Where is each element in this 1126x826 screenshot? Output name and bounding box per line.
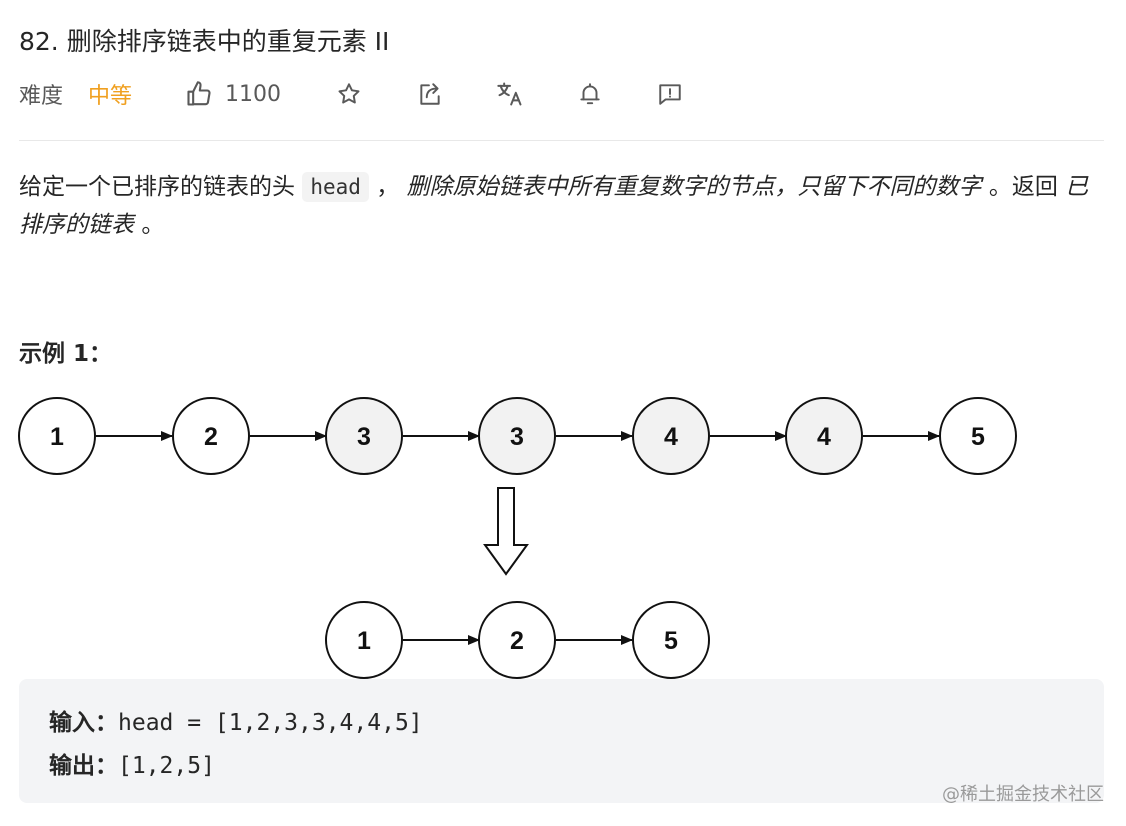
- node-label: 1: [357, 627, 371, 655]
- linked-list-diagram: 1 2 3 3 4 4 5 1 2 5: [18, 397, 1017, 679]
- desc-text: 。返回: [988, 174, 1058, 200]
- output-value: [1,2,5]: [118, 753, 215, 779]
- desc-emphasis: 删除原始链表中所有重复数字的节点，只留下不同的数字: [406, 174, 982, 200]
- example-title: 示例 1：: [19, 341, 113, 367]
- feedback-button[interactable]: [655, 76, 685, 112]
- desc-text: 给定一个已排序的链表的头: [19, 174, 295, 200]
- problem-title: 82. 删除排序链表中的重复元素 II: [19, 27, 390, 56]
- transform-arrow: [483, 487, 529, 576]
- favorite-button[interactable]: [334, 76, 364, 112]
- list-node: [325, 601, 403, 679]
- subscribe-button[interactable]: [575, 76, 605, 112]
- output-label: 输出：: [49, 753, 118, 779]
- list-node-duplicate: [325, 397, 403, 475]
- list-node: [18, 397, 96, 475]
- example-input-line: 输入：head = [1,2,3,3,4,4,5]: [49, 703, 423, 737]
- thumbs-up-icon: [187, 81, 211, 106]
- star-icon: [338, 83, 360, 104]
- output-list: 1 2 5: [325, 601, 710, 679]
- node-label: 5: [971, 423, 985, 451]
- problem-description: 给定一个已排序的链表的头 head ， 删除原始链表中所有重复数字的节点，只留下…: [19, 168, 1104, 244]
- list-node-duplicate: [478, 397, 556, 475]
- input-value: head = [1,2,3,3,4,4,5]: [118, 710, 423, 736]
- input-list: 1 2 3 3 4 4 5: [18, 397, 1017, 475]
- list-node: [939, 397, 1017, 475]
- desc-text: ，: [376, 174, 400, 200]
- node-label: 2: [204, 423, 218, 451]
- list-node: [632, 601, 710, 679]
- node-label: 4: [817, 423, 831, 451]
- difficulty-value: 中等: [88, 84, 133, 109]
- watermark: @稀土掘金技术社区: [942, 784, 1104, 805]
- node-label: 3: [510, 423, 524, 451]
- node-label: 2: [510, 627, 524, 655]
- node-label: 3: [357, 423, 371, 451]
- list-node: [172, 397, 250, 475]
- example-io-block: 输入：head = [1,2,3,3,4,4,5] 输出：[1,2,5]: [19, 679, 1104, 803]
- like-count: 1100: [225, 81, 281, 107]
- desc-text: 。: [141, 212, 165, 238]
- desc-emphasis: 已排序的链表: [19, 174, 1089, 238]
- translate-icon: [497, 82, 522, 106]
- problem-meta-toolbar: 难度 中等 1100: [19, 76, 719, 112]
- node-label: 4: [664, 423, 678, 451]
- list-node-duplicate: [785, 397, 863, 475]
- node-label: 1: [50, 423, 64, 451]
- divider: [19, 140, 1104, 141]
- difficulty-label: 难度: [19, 84, 64, 109]
- bell-icon: [580, 83, 600, 105]
- list-node: [478, 601, 556, 679]
- like-button[interactable]: 1100: [185, 76, 281, 112]
- share-icon: [420, 83, 440, 105]
- input-label: 输入：: [49, 710, 118, 736]
- share-button[interactable]: [415, 76, 445, 112]
- translate-button[interactable]: [495, 76, 525, 112]
- node-label: 5: [664, 627, 678, 655]
- example-output-line: 输出：[1,2,5]: [49, 746, 215, 780]
- feedback-icon: [659, 84, 681, 105]
- list-node-duplicate: [632, 397, 710, 475]
- inline-code-head: head: [302, 172, 369, 202]
